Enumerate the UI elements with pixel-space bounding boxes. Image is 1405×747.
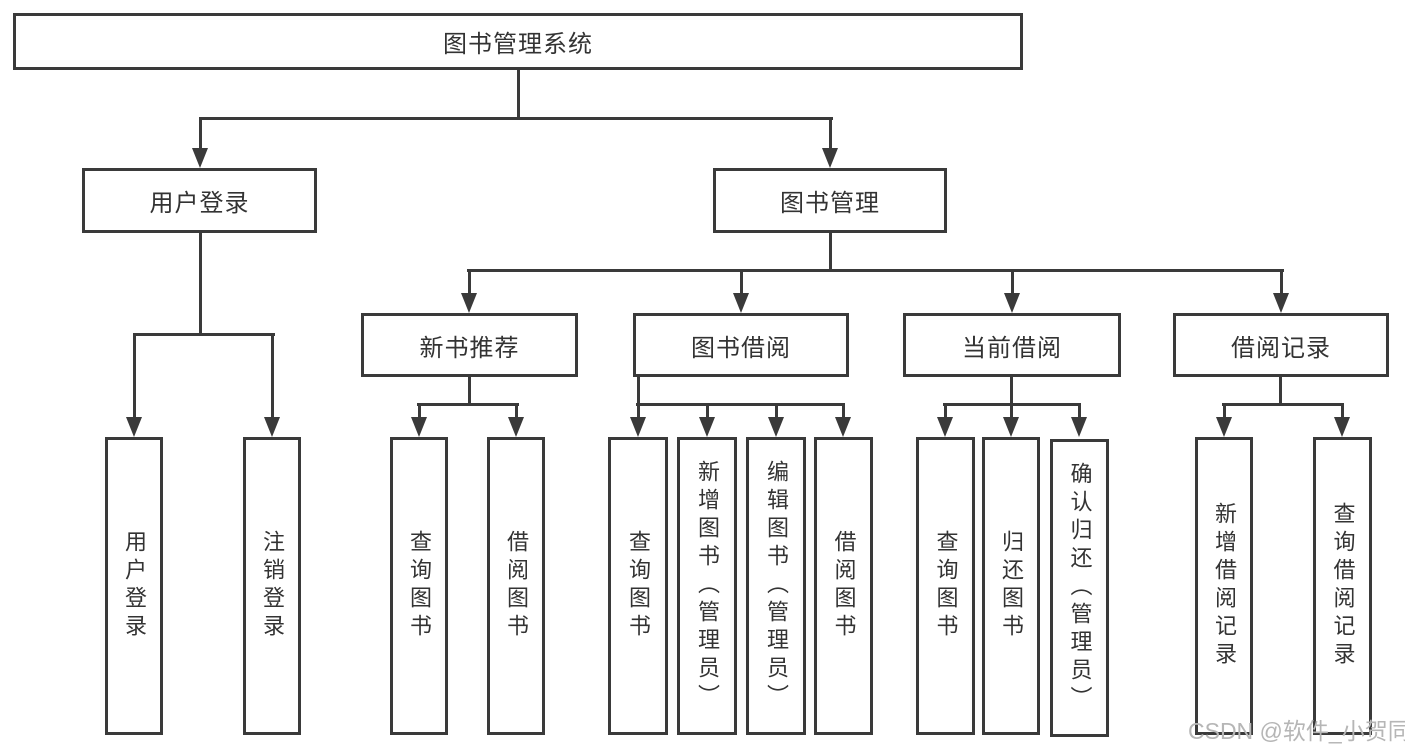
- connector-segment: [133, 333, 275, 336]
- node-label: 新增借阅记录: [1212, 502, 1237, 670]
- node-label: 图书管理系统: [443, 31, 593, 58]
- node-leaf-query-borrow-record: 查询借阅记录: [1313, 437, 1372, 735]
- node-leaf-query-books-recommend: 查询图书: [390, 437, 448, 735]
- arrow-down-icon: [264, 417, 280, 437]
- node-leaf-confirm-return-admin: 确认归还（管理员）: [1050, 439, 1109, 737]
- arrow-down-icon: [733, 293, 749, 313]
- node-label: 查询借阅记录: [1330, 502, 1356, 670]
- arrow-down-icon: [835, 417, 851, 437]
- node-label: 查询图书: [626, 530, 651, 642]
- node-leaf-query-books-current: 查询图书: [916, 437, 975, 735]
- csdn-watermark: CSDN @软件_小贺同学: [1188, 718, 1405, 744]
- connector-arrow-line: [1010, 269, 1014, 295]
- connector-arrow-line: [198, 117, 202, 150]
- node-label: 归还图书: [999, 530, 1024, 642]
- connector-arrow-line: [636, 403, 640, 419]
- connector-segment: [199, 117, 833, 120]
- arrow-down-icon: [1004, 293, 1020, 313]
- arrow-down-icon: [508, 417, 524, 437]
- node-borrowing-records: 借阅记录: [1173, 313, 1389, 377]
- connector-segment: [636, 403, 845, 406]
- connector-segment: [637, 377, 640, 406]
- arrow-down-icon: [822, 148, 838, 168]
- connector-segment: [467, 269, 1284, 272]
- node-label: 借阅图书: [831, 530, 857, 642]
- node-label: 借阅记录: [1231, 334, 1331, 362]
- node-label: 编辑图书（管理员）: [764, 460, 789, 712]
- connector-segment: [517, 70, 520, 120]
- arrow-down-icon: [1334, 417, 1350, 437]
- connector-arrow-line: [774, 403, 778, 419]
- node-label: 新书推荐: [419, 334, 520, 362]
- arrow-down-icon: [1273, 293, 1289, 313]
- arrow-down-icon: [192, 148, 208, 168]
- node-label: 查询图书: [933, 530, 959, 642]
- node-label: 当前借阅: [962, 334, 1062, 362]
- node-label: 图书管理: [780, 190, 880, 217]
- connector-arrow-line: [1077, 403, 1081, 419]
- node-label: 图书借阅: [691, 334, 791, 362]
- connector-segment: [1010, 377, 1013, 406]
- arrow-down-icon: [768, 417, 784, 437]
- arrow-down-icon: [937, 417, 953, 437]
- arrow-down-icon: [126, 417, 142, 437]
- connector-arrow-line: [132, 333, 136, 419]
- arrow-down-icon: [1216, 417, 1232, 437]
- arrow-down-icon: [411, 417, 427, 437]
- node-label: 用户登录: [122, 530, 147, 642]
- node-label: 确认归还（管理员）: [1067, 462, 1093, 714]
- connector-arrow-line: [467, 269, 471, 295]
- node-leaf-query-books-borrowing: 查询图书: [608, 437, 668, 735]
- node-label: 查询图书: [407, 530, 432, 642]
- node-user-login: 用户登录: [82, 168, 317, 233]
- connector-arrow-line: [1340, 403, 1344, 419]
- node-root: 图书管理系统: [13, 13, 1023, 70]
- connector-segment: [199, 233, 202, 336]
- node-leaf-user-login: 用户登录: [105, 437, 163, 735]
- connector-segment: [829, 233, 832, 272]
- node-current-borrowing: 当前借阅: [903, 313, 1121, 377]
- connector-segment: [417, 403, 519, 406]
- node-new-book-recommend: 新书推荐: [361, 313, 578, 377]
- connector-arrow-line: [943, 403, 947, 419]
- connector-arrow-line: [739, 269, 743, 295]
- connector-segment: [1222, 403, 1344, 406]
- connector-arrow-line: [1279, 269, 1283, 295]
- node-leaf-borrow-books-recommend: 借阅图书: [487, 437, 545, 735]
- connector-arrow-line: [270, 333, 274, 419]
- node-label: 注销登录: [260, 530, 285, 642]
- arrow-down-icon: [630, 417, 646, 437]
- connector-arrow-line: [1222, 403, 1226, 419]
- connector-arrow-line: [705, 403, 709, 419]
- connector-arrow-line: [841, 403, 845, 419]
- arrow-down-icon: [1071, 417, 1087, 437]
- arrow-down-icon: [461, 293, 477, 313]
- node-leaf-add-borrow-record: 新增借阅记录: [1195, 437, 1253, 735]
- node-leaf-return-books: 归还图书: [982, 437, 1040, 735]
- node-label: 借阅图书: [504, 530, 529, 642]
- arrow-down-icon: [699, 417, 715, 437]
- node-book-management: 图书管理: [713, 168, 947, 233]
- connector-segment: [468, 377, 471, 406]
- node-label: 用户登录: [149, 190, 250, 217]
- node-leaf-edit-books-admin: 编辑图书（管理员）: [746, 437, 806, 735]
- node-book-borrowing: 图书借阅: [633, 313, 849, 377]
- node-leaf-borrow-books-borrowing: 借阅图书: [814, 437, 873, 735]
- node-label: 新增图书（管理员）: [695, 460, 720, 712]
- connector-arrow-line: [514, 403, 518, 419]
- connector-arrow-line: [1009, 403, 1013, 419]
- connector-segment: [1279, 377, 1282, 406]
- node-leaf-logout: 注销登录: [243, 437, 301, 735]
- arrow-down-icon: [1003, 417, 1019, 437]
- connector-arrow-line: [828, 117, 832, 150]
- connector-arrow-line: [417, 403, 421, 419]
- node-leaf-add-books-admin: 新增图书（管理员）: [677, 437, 737, 735]
